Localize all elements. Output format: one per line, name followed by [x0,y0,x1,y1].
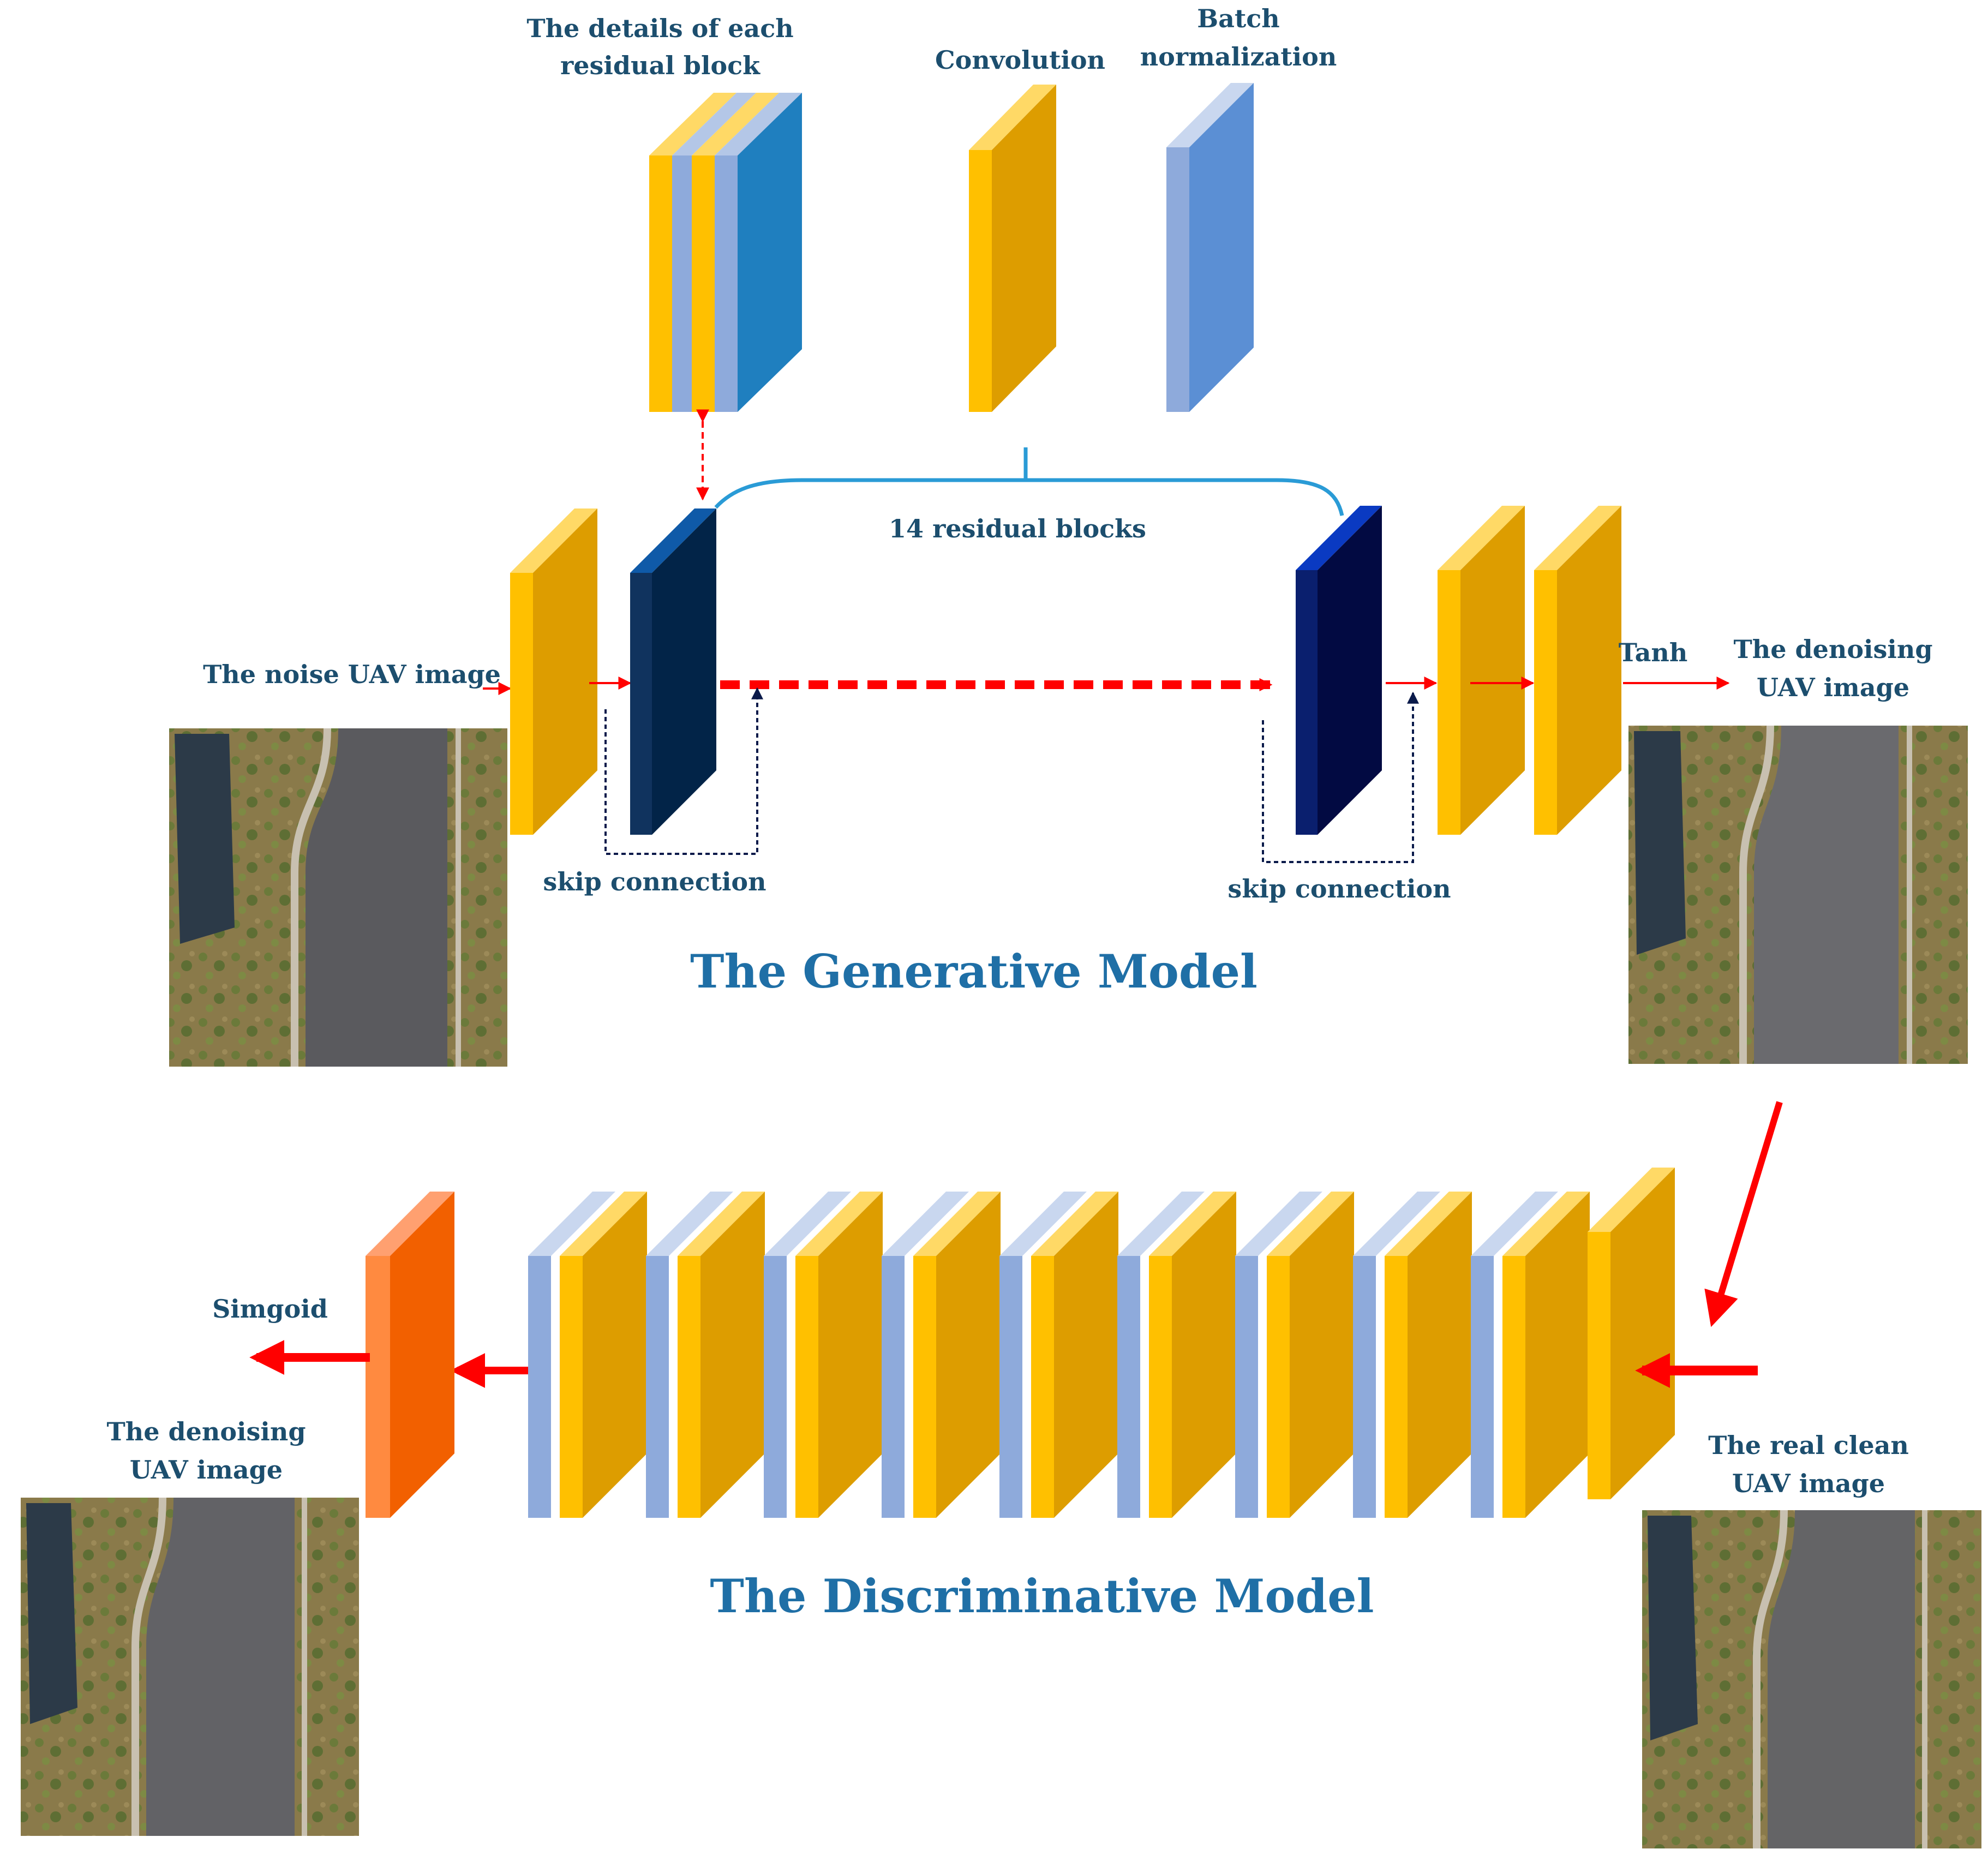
discriminator-conv-layer [560,1192,647,1518]
discriminator-bn-layer [646,1192,733,1518]
discriminator-conv-layer [1031,1192,1118,1518]
legend-convolution: Convolution [935,45,1105,412]
skip-label-right: skip connection [1227,874,1451,903]
discriminator-bn-layer [1471,1192,1558,1518]
legend-batch-normalization: Batch normalization [1140,4,1337,412]
discriminator-conv-layer [913,1192,1001,1518]
legend-bn-label-line2: normalization [1140,42,1337,71]
legend-residual-block-details: The details of each residual block [526,14,802,412]
discriminator-bn-layer [999,1192,1087,1518]
discriminator-bn-layer [764,1192,851,1518]
discriminator-conv-bn-pair [1471,1192,1590,1518]
discriminator-title: The Discriminative Model [710,1569,1374,1623]
noise-image-label: The noise UAV image [203,660,501,689]
legend-convolution-label: Convolution [935,45,1105,75]
discriminator-conv-bn-pair [882,1192,1001,1518]
discriminator-conv-layer [795,1192,883,1518]
discriminator-conv-layer [1385,1192,1472,1518]
discriminator-sigmoid-layer [366,1192,454,1518]
legend-residual-label-line2: residual block [560,51,761,80]
discriminator-conv-layer [1502,1192,1590,1518]
generator-conv-out-2 [1534,506,1621,835]
denoising-output-label-line1: The denoising [1734,635,1933,664]
discriminator-bn-layer [1235,1192,1322,1518]
discriminator-bn-layer [882,1192,969,1518]
discriminator-conv-bn-pair [764,1192,883,1518]
denoising-output-label-line2: UAV image [1757,673,1909,702]
residual-count-label: 14 residual blocks [889,514,1146,543]
real-image-label-line2: UAV image [1732,1469,1885,1498]
discriminator-conv-bn-stack [528,1192,1590,1518]
discriminator-conv-bn-pair [528,1192,647,1518]
legend-bn-label-line1: Batch [1197,4,1279,33]
legend-residual-slab-1 [649,93,736,412]
noise-uav-image [169,728,507,1067]
fake-image-label-line1: The denoising [107,1417,306,1446]
legend-residual-slab-2 [672,93,756,412]
generator-conv-in [510,508,597,835]
generator-to-discriminator-arrow [1704,1101,1783,1327]
discriminator-bn-layer [1117,1192,1205,1518]
generator-conv-out-1 [1438,506,1525,835]
legend-residual-slab-4 [715,93,802,412]
real-clean-uav-image [1642,1510,1981,1848]
generator-title: The Generative Model [690,944,1258,998]
generator-residual-block-last [1296,506,1382,835]
skip-connection-left [604,687,763,855]
discriminator-conv-bn-pair [999,1192,1118,1518]
discriminator-bn-layer [528,1192,615,1518]
discriminator-conv-layer [1267,1192,1354,1518]
discriminator-conv-bn-pair [1235,1192,1354,1518]
skip-label-left: skip connection [543,867,766,896]
denoised-output-image [1628,725,1968,1064]
discriminator-conv-layer [1149,1192,1236,1518]
fake-denoised-uav-image [21,1497,359,1836]
discriminator-conv-layer [678,1192,765,1518]
real-image-label-line1: The real clean [1708,1431,1909,1460]
fake-image-label-line2: UAV image [130,1455,283,1485]
generator-residual-block-first [630,508,716,835]
residual-brace [714,447,1344,516]
legend-residual-label-line1: The details of each [526,14,793,43]
discriminator-conv-bn-pair [1353,1192,1472,1518]
discriminator-conv-bn-pair [1117,1192,1236,1518]
sigmoid-label: Simgoid [212,1294,328,1324]
discriminator-conv-first [1588,1168,1675,1499]
skip-connection-right [1262,691,1419,863]
legend-residual-slab-3 [692,93,779,412]
discriminator-conv-bn-pair [646,1192,765,1518]
discriminator-bn-layer [1353,1192,1440,1518]
tanh-label: Tanh [1619,638,1688,667]
